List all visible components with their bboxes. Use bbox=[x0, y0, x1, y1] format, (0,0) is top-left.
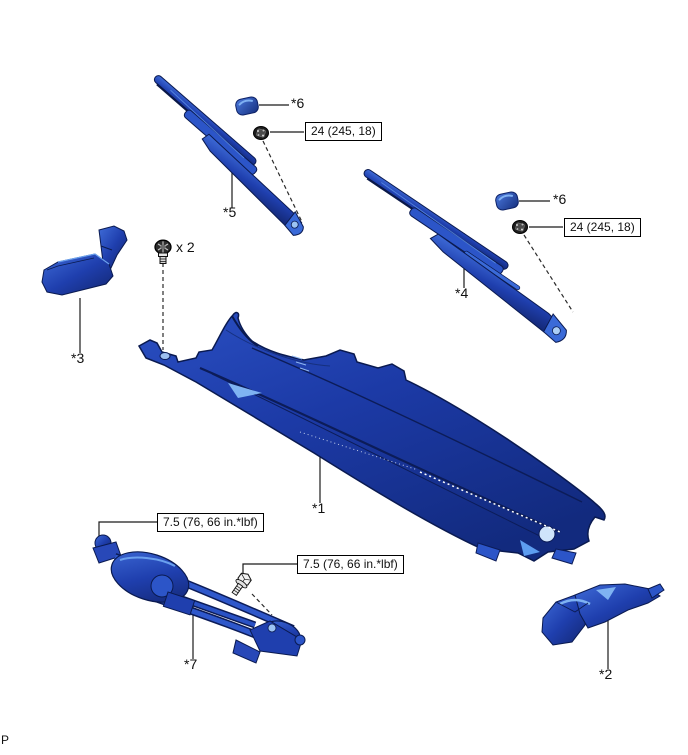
callout-part4: *4 bbox=[455, 285, 469, 301]
wiper-motor-linkage-7 bbox=[92, 534, 306, 664]
cowl-top-panel-1 bbox=[137, 311, 606, 565]
cowl-side-panel-3 bbox=[41, 225, 128, 296]
wiper-arm-cap-lower-icon bbox=[493, 189, 521, 213]
callout-part3: *3 bbox=[71, 350, 85, 366]
wiper-arm-cap-upper-icon bbox=[233, 94, 261, 118]
callout-part6-upper: *6 bbox=[291, 95, 305, 111]
dashed-line-bolt-linkage bbox=[251, 593, 273, 616]
wiper-arm-assembly-4 bbox=[363, 169, 567, 343]
assembly-dashed-lines bbox=[162, 140, 574, 616]
cowl-side-panel-2 bbox=[541, 583, 665, 646]
leader-line-torque-left bbox=[98, 521, 157, 539]
callout-part5: *5 bbox=[223, 204, 237, 220]
wiper-arm-nut-lower-icon bbox=[512, 220, 528, 234]
cowl-bolt-x2-icon bbox=[154, 239, 172, 265]
page-corner-mark: P bbox=[1, 733, 10, 747]
wiper-arm-nut-upper-icon bbox=[253, 126, 269, 140]
callout-part6-lower: *6 bbox=[553, 191, 567, 207]
torque-spec-arm-nut-lower: 24 (245, 18) bbox=[564, 218, 641, 237]
callout-part2: *2 bbox=[599, 666, 613, 682]
torque-spec-linkage-right: 7.5 (76, 66 in.*lbf) bbox=[297, 555, 404, 574]
linkage-bolt-icon bbox=[228, 570, 254, 599]
torque-spec-linkage-left: 7.5 (76, 66 in.*lbf) bbox=[157, 513, 264, 532]
callout-part7: *7 bbox=[184, 656, 198, 672]
wiper-arm-assembly-5 bbox=[153, 75, 304, 236]
dashed-line-nut-upper bbox=[262, 140, 303, 223]
callout-part1: *1 bbox=[312, 500, 326, 516]
dashed-line-nut-lower bbox=[523, 234, 574, 313]
torque-spec-arm-nut-upper: 24 (245, 18) bbox=[305, 122, 382, 141]
bolt-quantity-note: x 2 bbox=[176, 239, 195, 255]
leader-line-torque-right bbox=[242, 563, 297, 574]
